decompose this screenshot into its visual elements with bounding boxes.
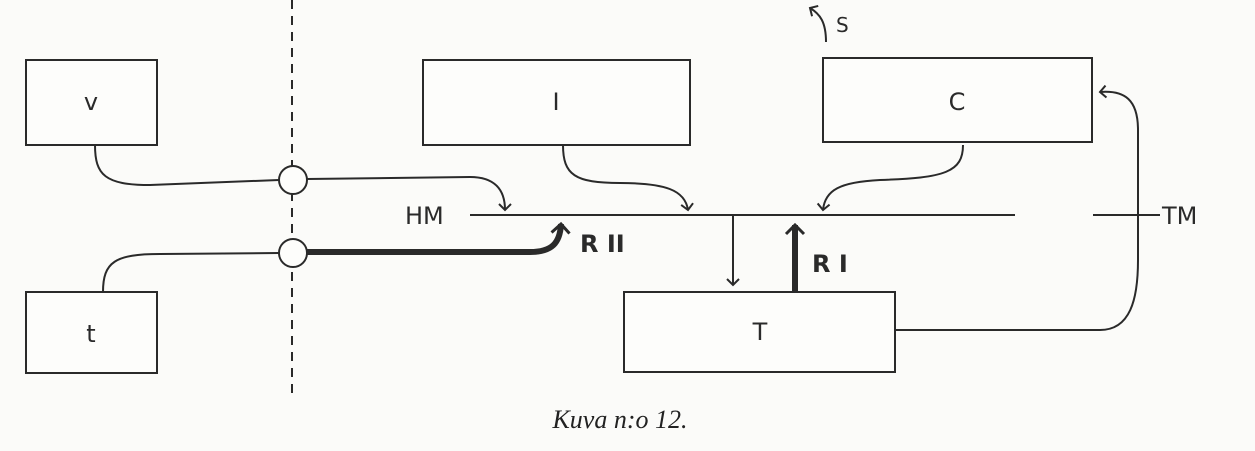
s-label: S	[836, 13, 849, 37]
box-C: C	[822, 57, 1093, 143]
tm-label: TM	[1161, 202, 1197, 230]
box-I-label: I	[552, 88, 559, 116]
t-to-circle-line	[102, 252, 280, 293]
box-v-label: v	[84, 88, 98, 116]
junction-circle-top	[278, 165, 308, 195]
i-to-hm-arrow	[562, 144, 694, 212]
T-to-C-feedback-arrow	[895, 84, 1139, 331]
ri-label: R I	[812, 250, 848, 278]
v-circle-to-hm-arrow	[306, 175, 512, 212]
box-t-label: t	[86, 320, 95, 348]
box-v: v	[25, 59, 158, 146]
rii-arrow	[307, 221, 571, 255]
v-to-hm-arrow	[94, 144, 280, 187]
c-to-hm-arrow	[816, 144, 964, 212]
box-T: T	[623, 291, 896, 373]
box-T-label: T	[752, 318, 768, 346]
box-t: t	[25, 291, 158, 374]
rii-label: R II	[580, 230, 625, 258]
figure-caption: Kuva n:o 12.	[551, 405, 687, 434]
junction-circle-bottom	[278, 238, 308, 268]
box-C-label: C	[949, 88, 966, 116]
s-arrow	[808, 4, 827, 43]
hm-label: HM	[405, 202, 444, 230]
box-I: I	[422, 59, 691, 146]
